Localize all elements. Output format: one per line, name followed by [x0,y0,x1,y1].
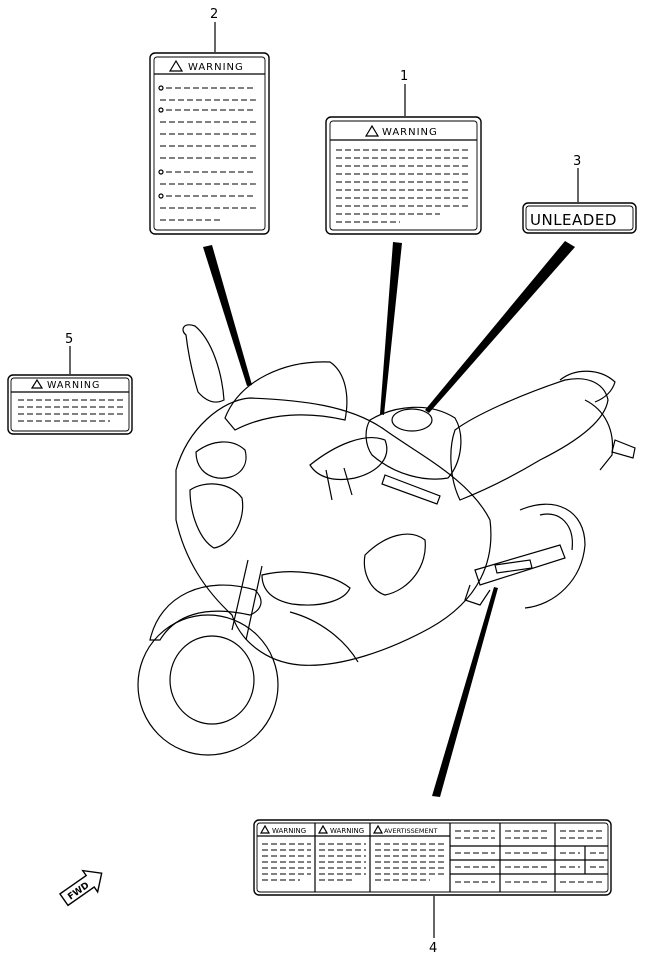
leader-label-1 [380,242,402,415]
warning-triangle-icon [30,378,44,389]
warning-heading: WARNING [47,380,100,391]
callout-number-1: 1 [400,69,408,84]
leader-label-4 [432,587,498,797]
callout-number-5: 5 [65,332,73,347]
warning-triangle-icon [372,824,384,834]
label-5-warning-sticker: 5 WARNING [7,332,133,435]
label-2-warning-sticker: 2 WARNING [149,7,270,235]
warning-heading: WARNING [382,127,438,138]
warning-heading: WARNING [188,62,244,73]
label-4-multilanguage-sticker: 4 WARNING WARNING AVERTISSEMENT [253,819,612,956]
leader-label-3 [425,241,575,413]
leader-label-2 [203,245,252,386]
callout-number-3: 3 [573,154,581,169]
warning-heading: WARNING [272,827,306,835]
label-3-unleaded-sticker: 3 UNLEADED [522,154,637,234]
warning-heading: WARNING [330,827,364,835]
callout-number-4: 4 [429,941,437,956]
label-1-warning-sticker: 1 WARNING [325,69,482,235]
warning-triangle-icon [168,59,184,72]
callout-number-2: 2 [210,7,218,22]
motorcycle-outline [137,324,636,756]
warning-triangle-icon [259,824,271,834]
unleaded-text: UNLEADED [530,211,617,229]
avertissement-heading: AVERTISSEMENT [384,827,437,835]
forward-arrow-icon: FWD [58,869,103,907]
warning-triangle-icon [317,824,329,834]
leader-lines [203,241,575,797]
warning-triangle-icon [364,124,380,137]
